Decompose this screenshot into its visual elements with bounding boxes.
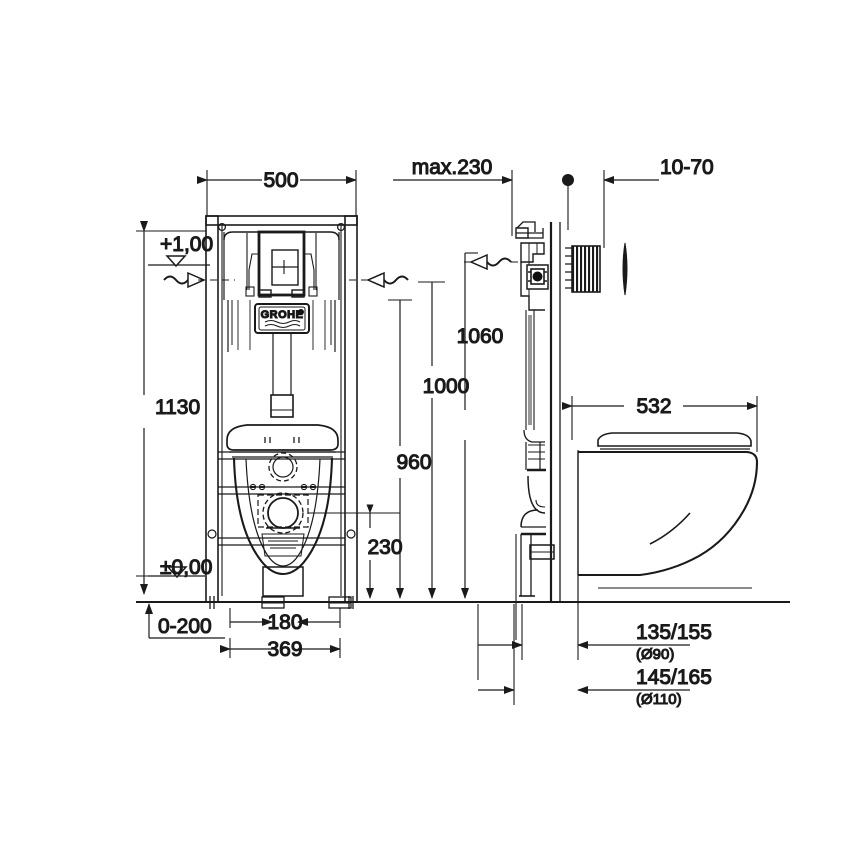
dim-label-960: 960 bbox=[396, 451, 431, 474]
dim-drain-90: 135/155 (Ø90) bbox=[477, 604, 712, 680]
dim-label-d90: (Ø90) bbox=[636, 646, 674, 663]
dim-label-1000: 1000 bbox=[423, 375, 470, 398]
dim-drain-110: 145/165 (Ø110) bbox=[478, 604, 712, 709]
dim-plate-10-70: 10-70 bbox=[562, 155, 714, 248]
dim-label-369: 369 bbox=[267, 638, 302, 661]
dim-label-500: 500 bbox=[263, 169, 298, 192]
dim-label-d110: (Ø110) bbox=[636, 691, 682, 708]
level-label-zero: ±0,00 bbox=[160, 556, 212, 579]
dim-label-145-165: 145/165 bbox=[636, 666, 712, 689]
front-view-wc-bowl bbox=[226, 394, 339, 597]
side-view-wc-bowl bbox=[529, 432, 759, 589]
dim-label-0-200: 0-200 bbox=[158, 615, 212, 638]
dim-foot-range: 0-200 bbox=[145, 603, 225, 639]
break-symbols bbox=[163, 253, 535, 289]
dim-height-1130: 1130 bbox=[136, 221, 206, 595]
side-view-frame bbox=[515, 221, 628, 602]
dim-label-532: 532 bbox=[636, 395, 671, 418]
dim-label-1130: 1130 bbox=[155, 396, 200, 419]
dim-width-500: 500 bbox=[197, 168, 357, 216]
dim-projection-532: 532 bbox=[562, 394, 758, 452]
dim-inner-180: 180 bbox=[229, 608, 341, 635]
dim-label-max230: max.230 bbox=[412, 156, 493, 179]
front-view-cistern: GROHE bbox=[217, 222, 346, 395]
dim-label-180: 180 bbox=[267, 611, 302, 634]
level-mark-top: +1,00 bbox=[148, 232, 214, 268]
level-mark-floor: ±0,00 bbox=[148, 555, 213, 580]
dim-chain-vertical: 1060 1000 960 230 bbox=[308, 252, 504, 599]
level-label-plus1: +1,00 bbox=[160, 233, 213, 256]
dim-max-230: max.230 bbox=[393, 155, 513, 236]
dim-label-1060: 1060 bbox=[457, 325, 504, 348]
dim-label-10-70: 10-70 bbox=[660, 156, 714, 179]
grohe-logo-text: GROHE bbox=[261, 309, 304, 321]
dim-label-230: 230 bbox=[367, 536, 402, 559]
dim-label-135-155: 135/155 bbox=[636, 621, 712, 644]
dim-outer-369: 369 bbox=[220, 637, 341, 662]
